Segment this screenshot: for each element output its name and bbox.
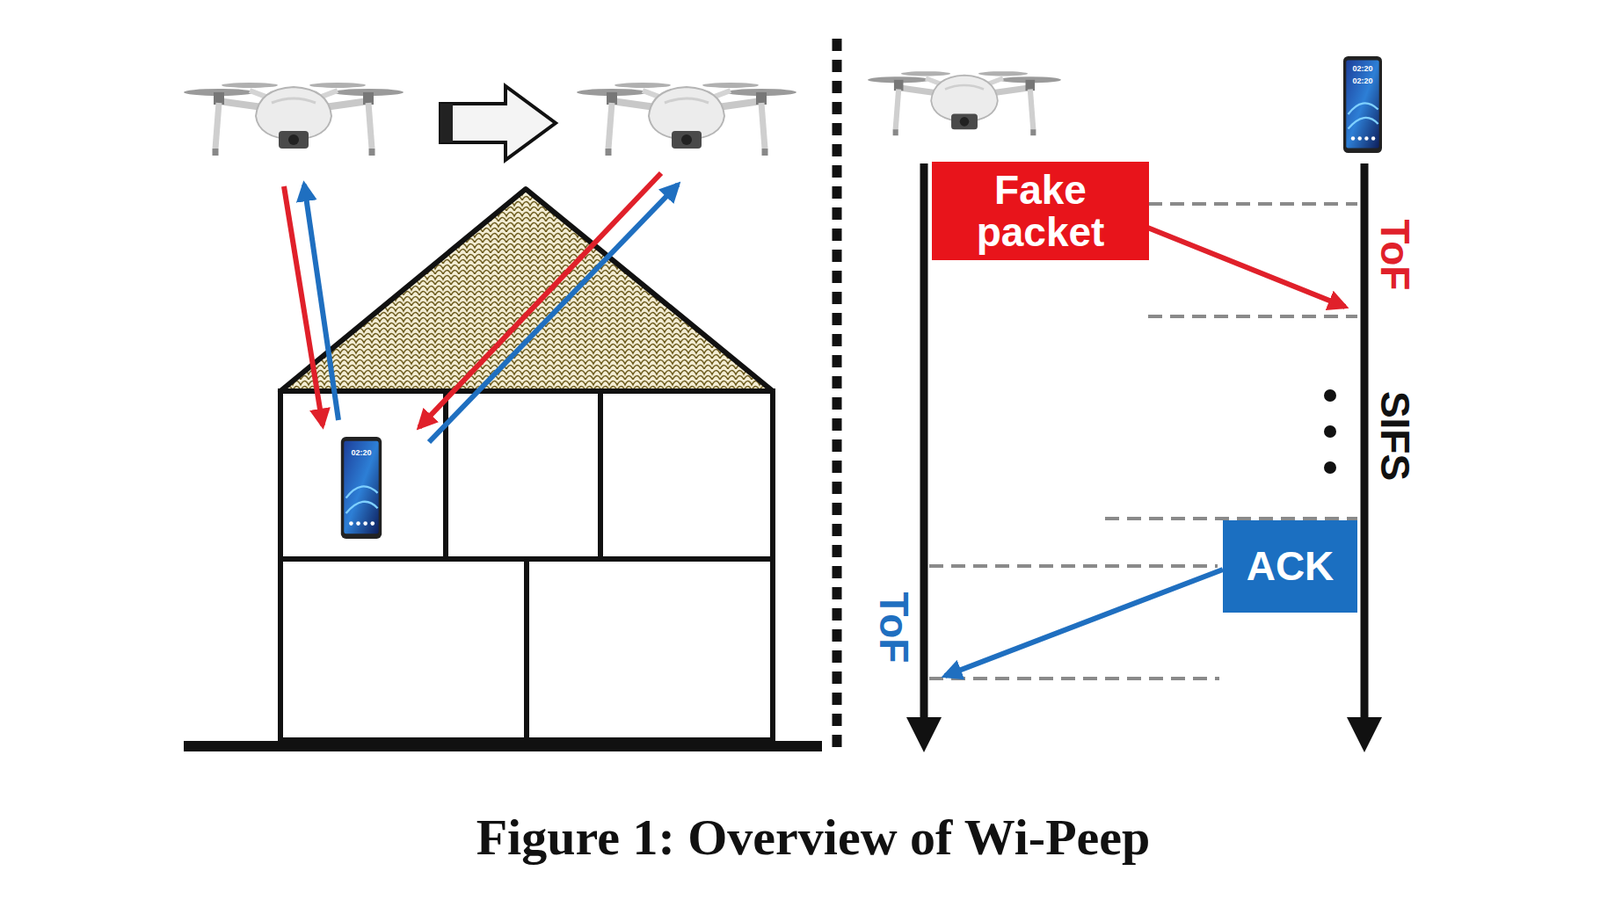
signal-arrows <box>283 186 323 426</box>
ack-box: ACK <box>1222 520 1358 613</box>
phone-clock: 02:20 <box>1352 76 1373 86</box>
tof-label: ToF <box>870 592 918 664</box>
figure-caption: Figure 1: Overview of Wi-Peep <box>476 807 1151 867</box>
timing-guides <box>929 676 1220 681</box>
ellipsis-dots <box>1323 389 1337 402</box>
house-outline <box>183 189 822 747</box>
drone-illustration <box>183 82 404 156</box>
timeline-axis <box>920 163 929 720</box>
box-label: ACK <box>1246 545 1335 588</box>
timeline-axis <box>1346 717 1382 753</box>
timing-arrows <box>1145 226 1346 307</box>
timeline-axis <box>906 717 942 753</box>
drone-illustration <box>867 71 1062 136</box>
timing-guides <box>929 564 1218 568</box>
phone-illustration <box>341 436 382 539</box>
phone-clock: 02:20 <box>350 448 371 458</box>
ellipsis-dots <box>1323 425 1337 438</box>
timing-arrows <box>945 569 1223 677</box>
box-label: Fake packet <box>940 168 1141 255</box>
drone-illustration <box>867 71 1062 136</box>
house-outline <box>597 391 604 560</box>
move-arrow <box>440 86 556 160</box>
move-arrow <box>440 103 453 143</box>
ellipsis-dots <box>1323 389 1337 474</box>
tof-label: ToF <box>1371 219 1419 291</box>
phone-clock: 02:20 <box>1352 64 1373 73</box>
ellipsis-dots <box>1323 461 1337 474</box>
drone-illustration <box>576 82 797 156</box>
phone-illustration <box>1343 56 1382 153</box>
house-outline <box>523 559 530 741</box>
panel-separator <box>832 38 843 752</box>
timing-guides <box>1148 202 1358 206</box>
timing-guides <box>929 203 1358 679</box>
house-outline <box>280 391 773 741</box>
phone-illustration <box>341 436 382 539</box>
sifs-label: SIFS <box>1371 391 1419 481</box>
signal-arrows <box>304 184 339 421</box>
signal-arrows <box>419 173 662 428</box>
house-outline <box>280 189 773 392</box>
signal-arrows <box>283 173 678 443</box>
house-outline <box>443 391 449 560</box>
house-outline <box>183 741 822 752</box>
phone-illustration <box>1343 56 1382 153</box>
move-arrow <box>440 86 556 160</box>
timing-guides <box>1148 314 1358 319</box>
signal-arrows <box>429 184 678 443</box>
packet-box: Fake packet <box>931 161 1150 262</box>
timeline-axis <box>1360 163 1369 720</box>
